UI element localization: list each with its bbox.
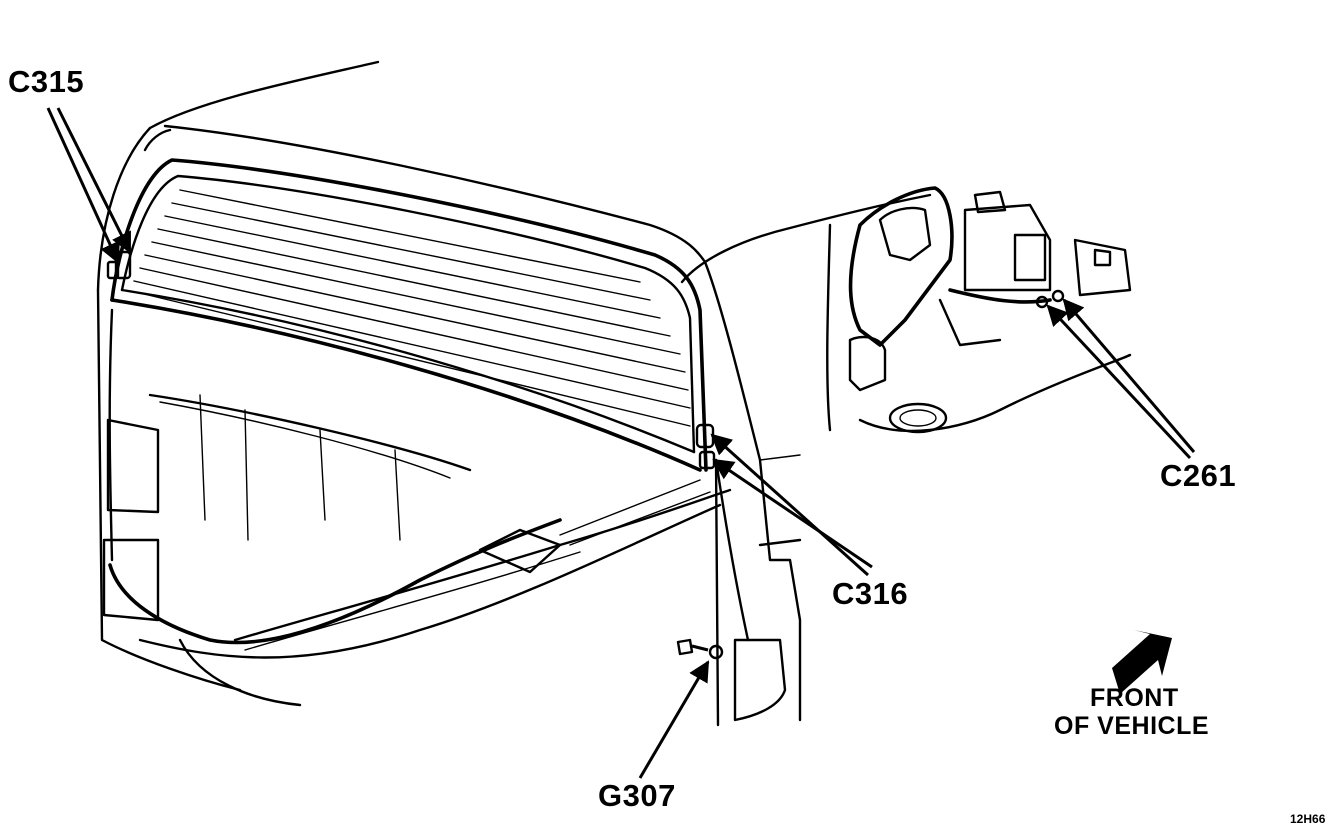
front-arrow-icon	[1112, 630, 1172, 694]
module-area	[938, 190, 1132, 347]
label-front-line1: FRONT	[1090, 684, 1179, 712]
leader-lines	[46, 107, 1196, 779]
rear-window	[110, 158, 708, 472]
label-front-line2: OF VEHICLE	[1054, 712, 1210, 740]
rear-cab-wall	[96, 288, 472, 692]
label-c315: C315	[8, 64, 85, 99]
label-c261: C261	[1160, 458, 1237, 493]
wiring-harness	[108, 308, 750, 645]
cab-roof	[96, 60, 707, 292]
label-c316: C316	[832, 576, 909, 611]
seat-bracket	[826, 186, 1132, 434]
door-pillar	[680, 193, 932, 727]
label-g307: G307	[598, 778, 676, 813]
cab-floor	[138, 479, 732, 707]
ground-g307-symbol	[676, 638, 724, 660]
figure-code: 12H66	[1290, 812, 1326, 826]
